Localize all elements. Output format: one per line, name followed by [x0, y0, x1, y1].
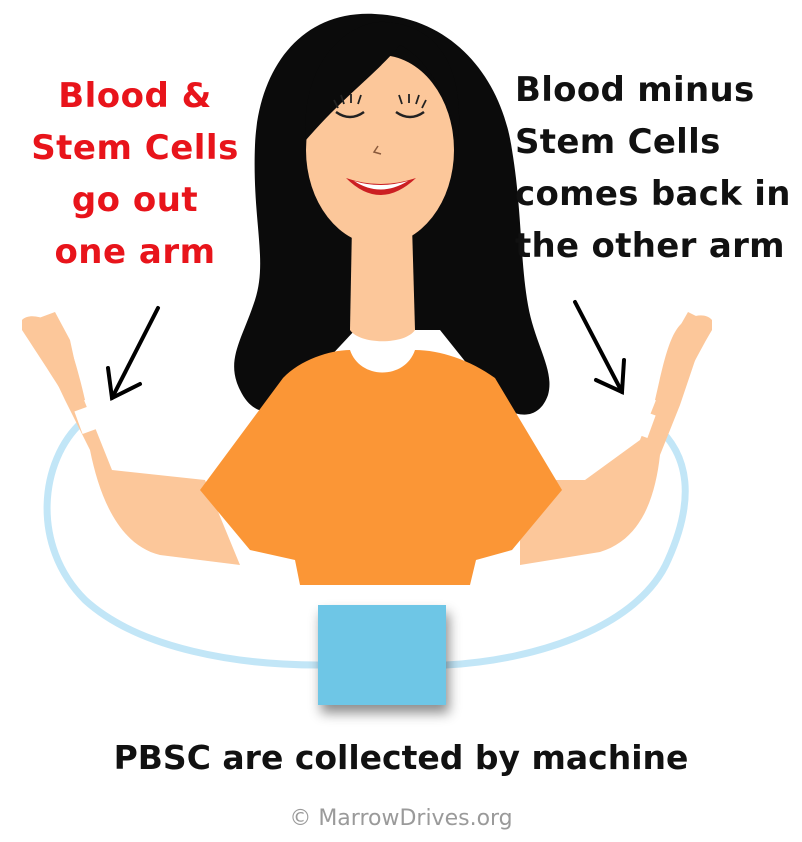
caption: PBSC are collected by machine	[0, 738, 802, 777]
left-label-line: go out	[20, 174, 250, 226]
left-arrow	[108, 308, 158, 398]
left-hand	[22, 316, 85, 405]
collection-machine	[318, 605, 446, 705]
left-label-line: Blood &	[20, 70, 250, 122]
left-label-line: Stem Cells	[20, 122, 250, 174]
left-arm-label: Blood & Stem Cells go out one arm	[20, 70, 250, 278]
left-label-line: one arm	[20, 226, 250, 278]
right-label-line: the other arm	[515, 220, 795, 272]
copyright-credit: © MarrowDrives.org	[0, 806, 802, 831]
right-label-line: Stem Cells	[515, 116, 795, 168]
right-arm-label: Blood minus Stem Cells comes back in the…	[515, 64, 795, 272]
right-label-line: Blood minus	[515, 64, 795, 116]
right-arrow	[575, 302, 624, 392]
right-label-line: comes back in	[515, 168, 795, 220]
